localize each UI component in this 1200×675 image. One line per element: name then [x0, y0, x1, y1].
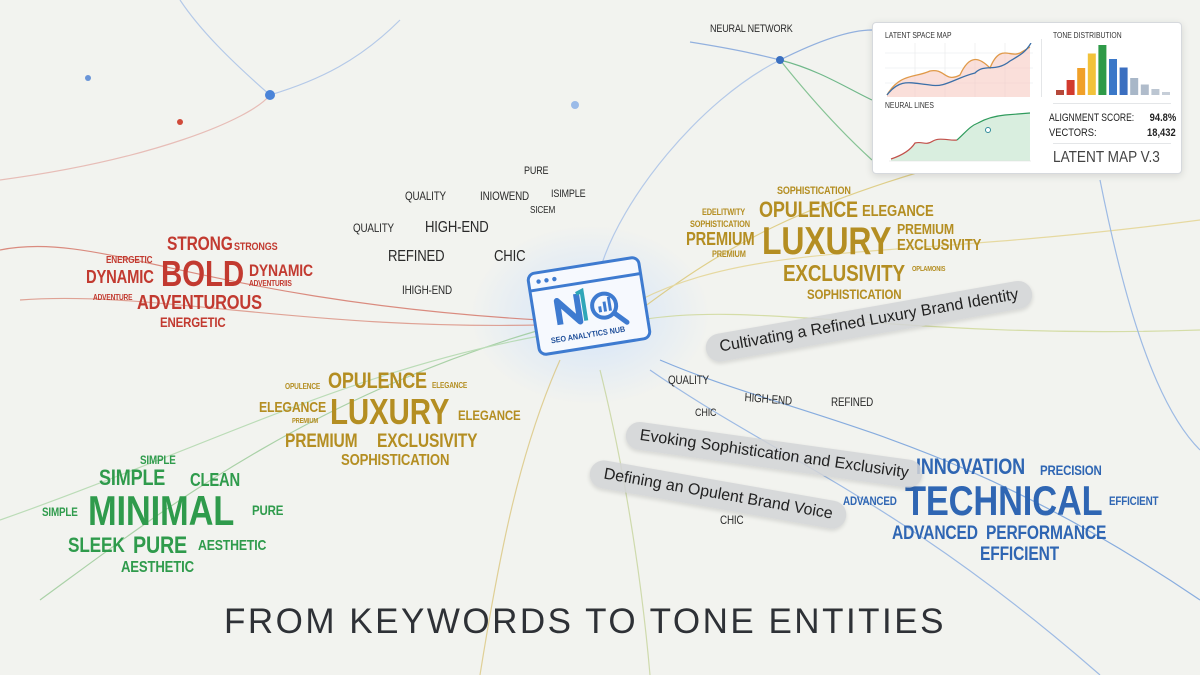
keyword: SIMPLE — [140, 453, 176, 467]
keyword: HIGH-END — [425, 219, 489, 236]
tone-bar — [1066, 80, 1075, 95]
panel-divider — [1053, 103, 1171, 104]
keyword: CHIC — [695, 407, 717, 419]
keyword: ADVENTURE — [93, 293, 133, 302]
keyword: CHIC — [494, 248, 526, 265]
tone-bar — [1151, 89, 1160, 95]
keyword: SOPHISTICATION — [690, 219, 750, 229]
keyword: PREMIUM — [292, 418, 318, 425]
keyword: EDELITWITY — [702, 207, 746, 217]
keyword: BOLD — [161, 253, 244, 294]
keyword: PREMIUM — [897, 221, 954, 238]
keyword: OPULENCE — [759, 197, 858, 222]
neural-network-label: NEURAL NETWORK — [710, 23, 793, 35]
keyword: MINIMAL — [88, 487, 235, 534]
tone-bar — [1119, 67, 1128, 95]
neural-lines-title: NEURAL LINES — [885, 101, 934, 110]
keyword: ELEGANCE — [458, 407, 521, 423]
keyword: QUALITY — [405, 189, 446, 203]
tone-bar — [1109, 59, 1117, 95]
keyword: PURE — [133, 532, 188, 559]
keyword: OPULENCE — [285, 382, 321, 391]
keyword: LUXURY — [330, 391, 450, 432]
vectors-label: VECTORS: — [1049, 127, 1097, 139]
tone-bar — [1140, 84, 1149, 95]
page-title: FROM KEYWORDS TO TONE ENTITIES — [224, 602, 946, 641]
keyword: HIGH-END — [744, 390, 793, 408]
keyword: INIOWEND — [480, 189, 529, 203]
keyword: REFINED — [831, 395, 874, 409]
keyword: STRONGS — [234, 241, 278, 253]
keyword: IHIGH-END — [402, 283, 452, 297]
keyword: SICEM — [530, 205, 556, 216]
tone-bar — [1077, 68, 1086, 95]
keyword: TECHNICAL — [905, 477, 1103, 524]
keyword: PREMIUM — [712, 249, 746, 259]
keyword: SIMPLE — [99, 465, 166, 490]
keyword: PREMIUM — [686, 229, 755, 249]
keyword: CHIC — [720, 513, 744, 527]
keyword: ELEGANCE — [862, 203, 934, 220]
latent-space-map-chart — [885, 43, 1033, 97]
keyword: EXCLUSIVITY — [783, 260, 905, 286]
panel-divider — [1041, 39, 1042, 97]
keyword: SOPHISTICATION — [777, 185, 851, 197]
latent-space-map-title: LATENT SPACE MAP — [885, 31, 952, 40]
keyword: EFFICIENT — [980, 544, 1060, 565]
seo-analytics-logo: SEO ANALYTICS NUB — [524, 253, 654, 358]
keyword: CLEAN — [190, 470, 241, 490]
keyword: ADVENTURIIS — [249, 279, 292, 288]
keyword: OPLAMONIS — [912, 266, 946, 273]
keyword: PRECISION — [1040, 462, 1102, 478]
keyword: LUXURY — [762, 220, 892, 263]
keyword: PURE — [252, 502, 284, 518]
tone-distribution-title: TONE DISTRIBUTION — [1053, 31, 1122, 40]
keyword: EFFICIENT — [1109, 494, 1159, 508]
keyword: QUALITY — [353, 221, 394, 235]
tone-bar — [1056, 90, 1064, 95]
keyword: OPULENCE — [328, 368, 427, 393]
keyword: SOPHISTICATION — [807, 286, 902, 302]
keyword: SOPHISTICATION — [341, 452, 450, 469]
keyword: ELEGANCE — [432, 381, 468, 390]
keyword: PERFORMANCE — [986, 523, 1107, 544]
keyword: ISIMPLE — [551, 188, 586, 200]
tone-bar — [1087, 53, 1096, 95]
latent-map-panel: LATENT SPACE MAP TONE DISTRIBUTION NEURA… — [872, 22, 1182, 174]
keyword: SIMPLE — [42, 505, 78, 519]
keyword: REFINED — [388, 248, 445, 265]
vectors-value: 18,432 — [1147, 127, 1176, 139]
latent-map-version: LATENT MAP V.3 — [1053, 149, 1160, 166]
keyword: INNOVATION — [916, 454, 1025, 479]
tone-bar — [1098, 45, 1107, 95]
alignment-score-value: 94.8% — [1149, 112, 1176, 124]
keyword: AESTHETIC — [121, 559, 194, 576]
tone-bar — [1130, 78, 1139, 95]
keyword: ADVANCED — [892, 523, 978, 544]
keyword: QUALITY — [668, 373, 709, 387]
tone-distribution-chart — [1056, 45, 1170, 95]
keyword: PURE — [524, 165, 549, 177]
keyword: AESTHETIC — [198, 537, 267, 554]
tone-bar — [1162, 92, 1170, 95]
keyword: DYNAMIC — [86, 267, 154, 287]
keyword: ADVENTUROUS — [137, 292, 262, 314]
keyword: PREMIUM — [285, 431, 358, 452]
neural-lines-chart — [889, 112, 1031, 162]
keyword: ADVANCED — [843, 494, 897, 508]
keyword: DYNAMIC — [249, 261, 313, 280]
panel-divider — [1053, 143, 1171, 144]
keyword: SLEEK — [68, 534, 125, 557]
keyword: EXCLUSIVITY — [897, 237, 982, 254]
keyword: ELEGANCE — [259, 399, 327, 416]
alignment-score-label: ALIGNMENT SCORE: — [1049, 112, 1135, 124]
keyword: ENERGETIC — [106, 255, 153, 266]
keyword: EXCLUSIVITY — [377, 431, 478, 452]
keyword: STRONG — [167, 234, 233, 255]
browser-magnifier-logo-icon — [526, 256, 652, 356]
keyword: ENERGETIC — [160, 314, 226, 330]
